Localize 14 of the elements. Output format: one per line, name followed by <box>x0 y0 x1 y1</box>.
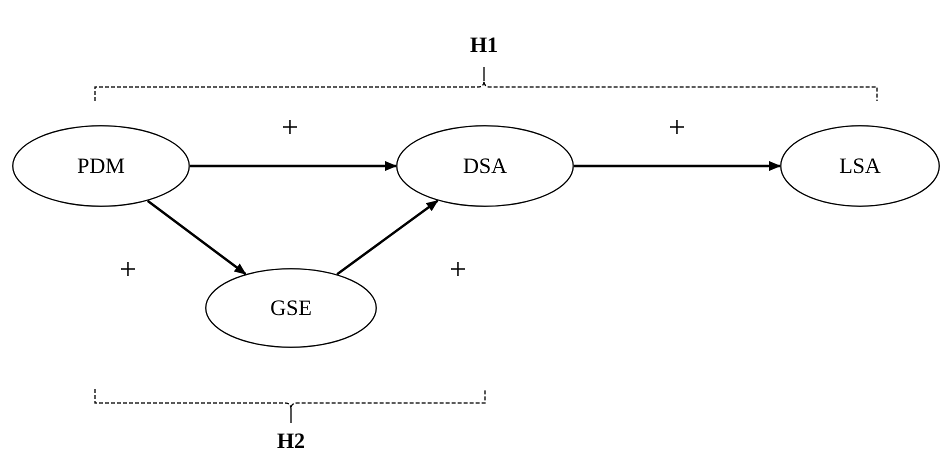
arrow <box>336 200 438 276</box>
ellipse-node <box>396 125 574 207</box>
hypothesis-label: H2 <box>276 428 306 454</box>
ellipse-node <box>12 125 190 207</box>
arrow <box>574 161 781 171</box>
node-label: LSA <box>839 153 881 179</box>
ellipse-node <box>780 125 940 207</box>
arrow <box>146 200 246 276</box>
node-label: GSE <box>270 295 312 321</box>
node-label: PDM <box>77 153 125 179</box>
node-label: DSA <box>462 153 507 179</box>
arrow <box>190 161 397 171</box>
hypothesis-label: H1 <box>470 32 498 58</box>
ellipse-node <box>205 268 377 348</box>
